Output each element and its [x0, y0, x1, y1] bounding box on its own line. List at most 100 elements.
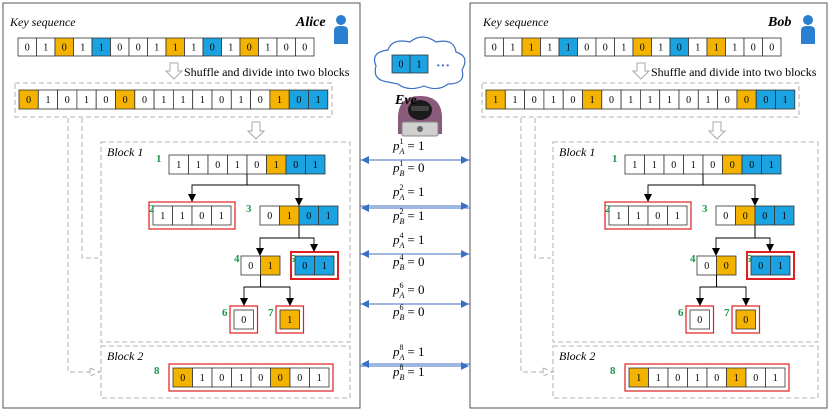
bob-node7-highlight-box [731, 305, 761, 334]
bob-node1-cell-value: 1 [632, 160, 637, 171]
bob-key-sequence-cell-value: 1 [510, 43, 515, 54]
alice-shuffled-row-cell-value: 1 [161, 95, 166, 106]
parity-subscript: B [400, 169, 405, 178]
bob-edge-1-3 [702, 174, 759, 206]
bob-shuffled-row-cell-value: 1 [551, 95, 556, 106]
bob-node8-cell-value: 0 [714, 373, 719, 384]
alice-shuffled-row-cell-value: 0 [258, 95, 263, 106]
alice-node2-cell-value: 1 [219, 211, 224, 222]
alice-node7-highlight-box [275, 305, 305, 334]
bob-step-number: 3 [702, 203, 708, 215]
alice-key-sequence-cell-value: 1 [99, 43, 104, 54]
alice-block1-frame [100, 141, 351, 343]
bob-block1-frame [552, 141, 819, 343]
alice-name: Alice [295, 15, 326, 30]
bob-key-sequence-cell-value: 1 [732, 43, 737, 54]
bob-node2-cell-value: 1 [636, 211, 641, 222]
alice-key-sequence-cell-value: 1 [173, 43, 178, 54]
parity-superscript: 6 [400, 303, 404, 312]
alice-key-sequence-cell-value: 1 [265, 43, 270, 54]
alice-shuffle-arrow [164, 62, 184, 80]
eve-name: Eve [394, 93, 417, 108]
bob-node7: 0 [731, 305, 761, 334]
alice-shuffled-row-cell-value: 0 [296, 95, 301, 106]
alice-node1-cell-value: 1 [313, 160, 318, 171]
alice-node6: 0 [229, 305, 259, 334]
bob-node1-cell [761, 154, 782, 175]
bob-key-sequence-cell-value: 0 [769, 43, 774, 54]
bob-node2-cell-value: 1 [616, 211, 621, 222]
parity-value: = 1 [407, 344, 424, 359]
alice-node8-cell-value: 1 [317, 373, 322, 384]
alice-edge-1-3 [246, 174, 303, 206]
parity-subscript: B [400, 217, 405, 226]
alice-node5-cell-value: 1 [322, 261, 327, 272]
parity-var: p [392, 254, 400, 269]
eve-intercepted-cells-cell-value: 0 [399, 60, 404, 71]
bob-key-sequence-cell-value: 1 [529, 43, 534, 54]
alice-shuffle-label: Shuffle and divide into two blocks [184, 65, 350, 79]
alice-node3-cell [318, 205, 339, 226]
parity-var: p [392, 364, 400, 379]
alice-shuffled-row-cell-value: 1 [45, 95, 50, 106]
alice-edge-4-7 [260, 275, 294, 306]
alice-node7-cell [279, 309, 300, 330]
bob-person-icon [801, 15, 815, 44]
alice-step-number: 2 [149, 203, 155, 215]
alice-node4-cell [260, 255, 281, 276]
parity-value: = 1 [407, 208, 424, 223]
alice-step-number: 6 [222, 307, 228, 319]
parity-superscript: 8 [400, 363, 404, 372]
bob-panel [469, 2, 828, 409]
parity-subscript: B [400, 313, 405, 322]
alice-node8-cell-value: 0 [180, 373, 185, 384]
bob-node8-highlight-box [624, 363, 790, 392]
parity-superscript: 8 [400, 343, 404, 352]
parity-var: p [392, 138, 400, 153]
eve-intercepted-cells-cell-value: 1 [417, 60, 422, 71]
bob-node3-cell-value: 1 [782, 211, 787, 222]
bob-step-number: 4 [690, 253, 696, 265]
bob-node2-cell [667, 205, 688, 226]
alice-step-number: 3 [246, 203, 252, 215]
alice-node8-cell [309, 367, 330, 388]
alice-node6-cell-value: 0 [241, 315, 246, 326]
parity-var: p [392, 160, 400, 175]
alice-shuffled-row-cell-value: 1 [316, 95, 321, 106]
bob-node5-cell-value: 1 [778, 261, 783, 272]
bob-key-sequence-cell-value: 1 [621, 43, 626, 54]
alice-shuffled-row-cell-value: 1 [277, 95, 282, 106]
bob-node7-cell [735, 309, 756, 330]
parity-value: = 1 [407, 184, 424, 199]
bob-block2-label: Block 2 [559, 349, 595, 363]
alice-step-number: 4 [234, 253, 240, 265]
alice-step-number: 7 [268, 307, 274, 319]
bob-shuffled-row-cell-value: 0 [532, 95, 537, 106]
alice-node5-cell [314, 255, 335, 276]
alice-node2-cell [211, 205, 232, 226]
parity-superscript: 1 [400, 137, 404, 146]
bob-key-sequence-cell-value: 0 [584, 43, 589, 54]
alice-node8-cell-value: 0 [219, 373, 224, 384]
parity-value: = 1 [407, 232, 424, 247]
parity-subscript: B [400, 373, 405, 382]
parity-superscript: 4 [400, 231, 404, 240]
bob-shuffled-row-cell [775, 89, 796, 110]
alice-key-sequence-cell-value: 1 [80, 43, 85, 54]
bob-shuffled-row-cell-value: 0 [725, 95, 730, 106]
bob-key-sequence-cell-value: 0 [603, 43, 608, 54]
